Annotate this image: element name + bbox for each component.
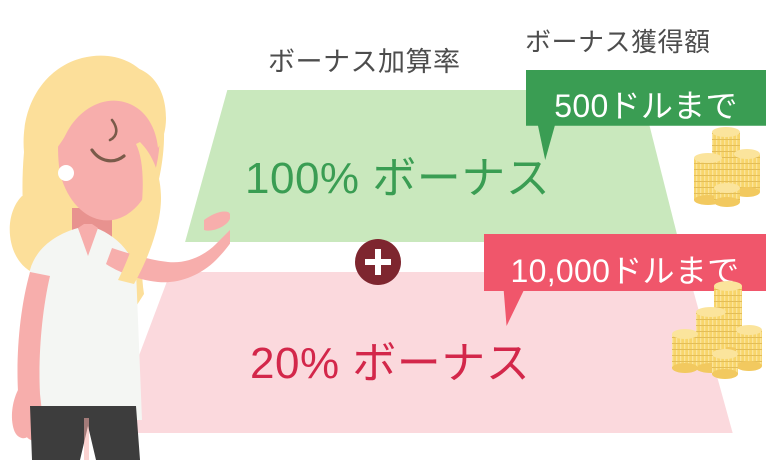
plus-icon — [355, 239, 401, 285]
arm-left — [11, 272, 50, 441]
label-bonus-amount: ボーナス獲得額 — [525, 27, 711, 57]
coin-stack-top — [688, 122, 768, 208]
callout-green-text: 500ドルまで — [554, 88, 738, 124]
hair-front — [55, 65, 166, 284]
nose — [108, 118, 118, 142]
label-bonus-rate: ボーナス加算率 — [268, 47, 461, 77]
tier-panel-pink — [109, 272, 733, 433]
eye-closed — [90, 148, 126, 163]
illustration-woman — [0, 22, 240, 460]
tier-pink-rate-text: 20% ボーナス — [250, 339, 531, 388]
callout-red-text: 10,000ドルまで — [510, 253, 740, 289]
tier-green-rate-text: 100% ボーナス — [245, 154, 551, 203]
earring — [58, 165, 74, 181]
pants — [30, 406, 140, 460]
plus-bar-vertical — [375, 249, 381, 275]
coin-stack-bottom — [668, 278, 768, 382]
